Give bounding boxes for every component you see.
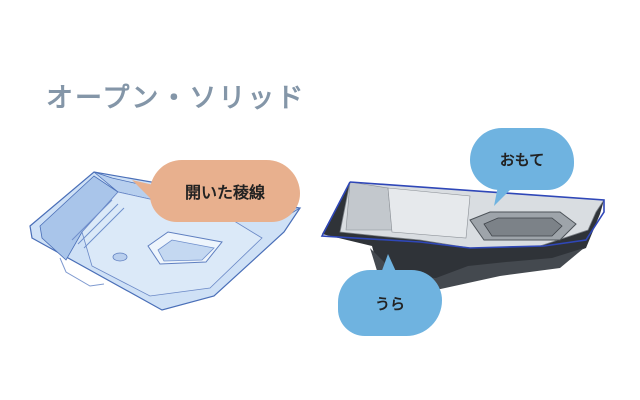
diagram-title: オープン・ソリッド xyxy=(46,83,306,114)
front-bubble-tail xyxy=(494,186,512,206)
open-edge-label: 開いた稜線 xyxy=(150,160,300,222)
back-label: うら xyxy=(338,270,442,336)
front-label: おもて xyxy=(470,128,574,190)
